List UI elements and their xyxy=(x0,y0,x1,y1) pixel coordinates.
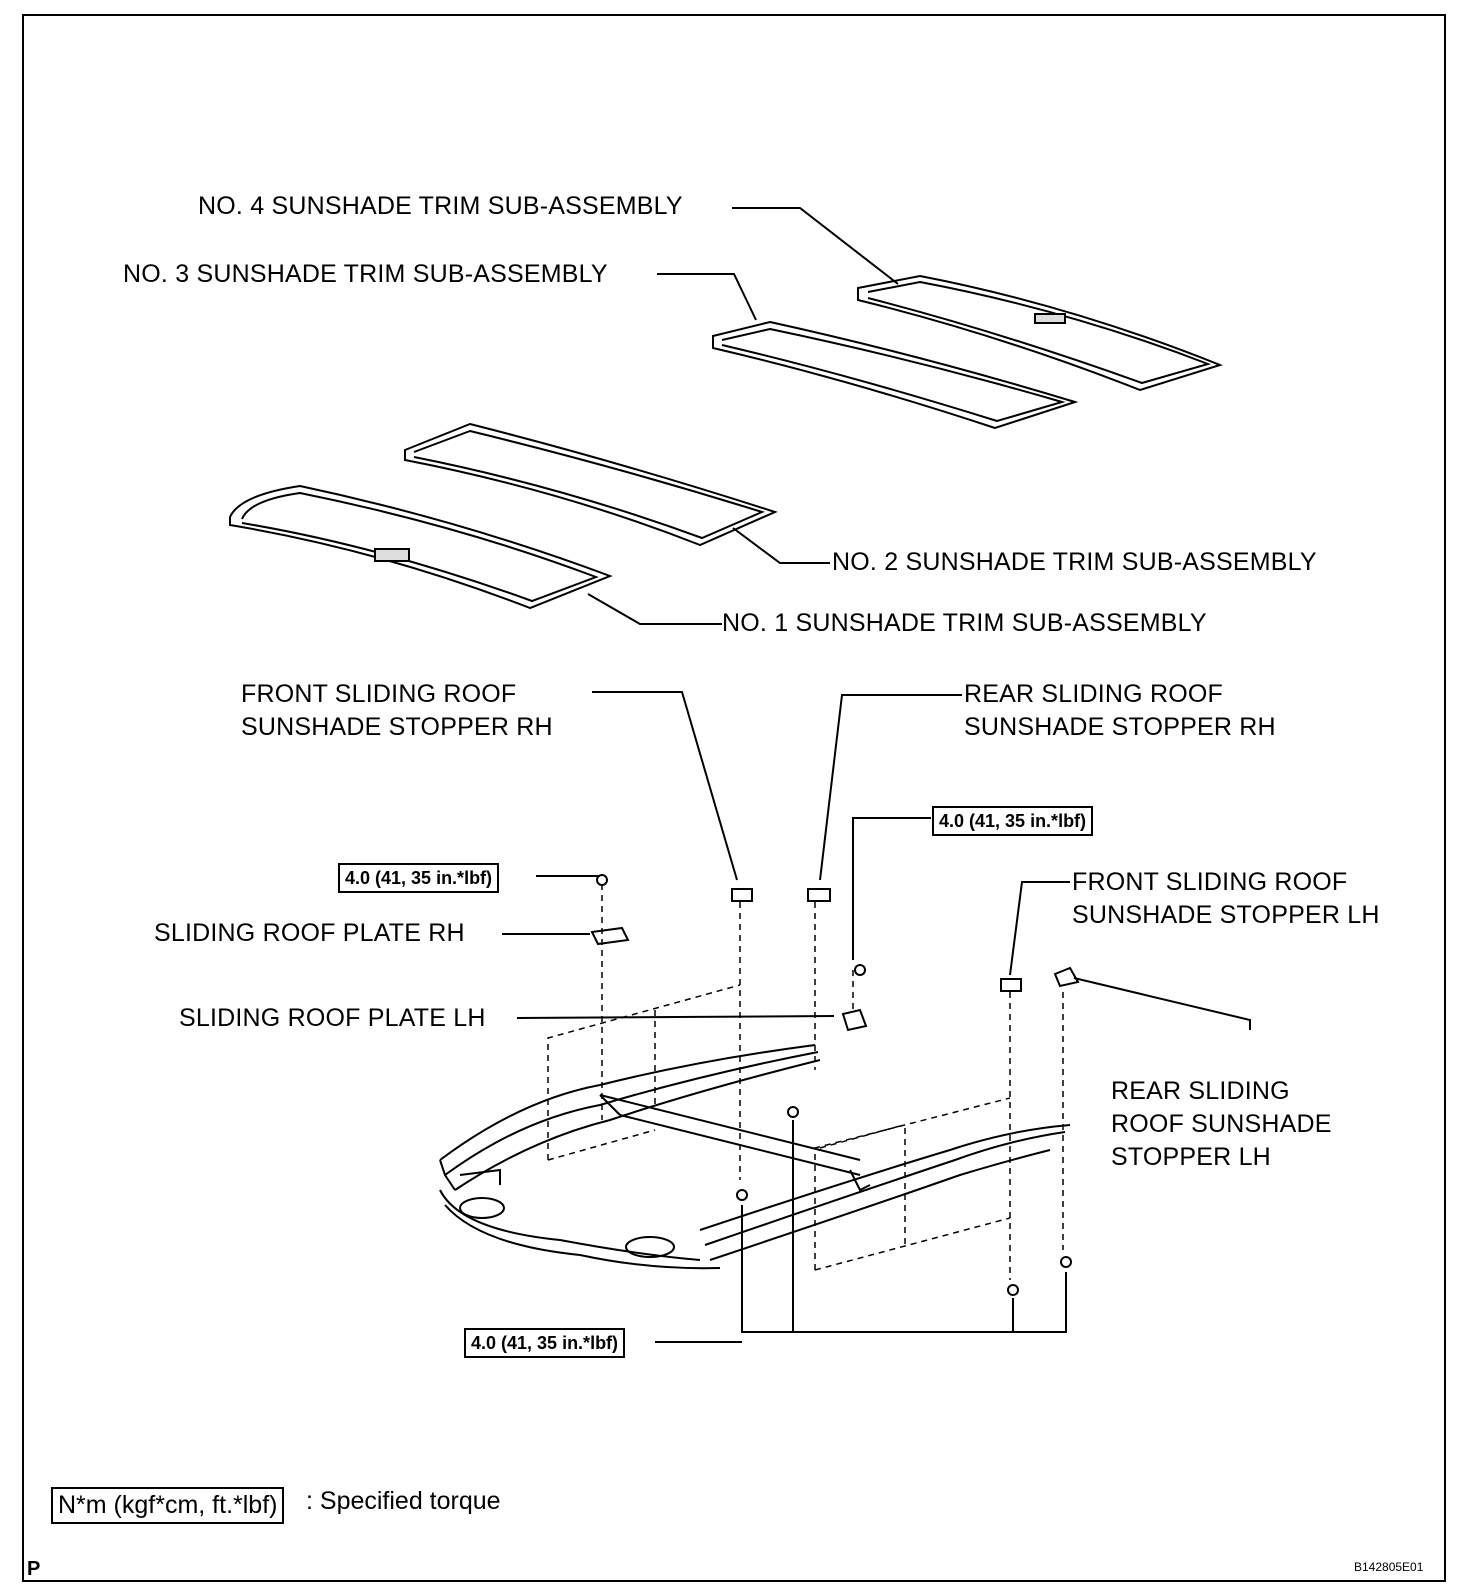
no4-sunshade-trim-panel xyxy=(857,274,1223,392)
label-rear-stopper-rh-line1: REAR SLIDING ROOF xyxy=(964,680,1223,708)
label-rear-stopper-lh-line3: STOPPER LH xyxy=(1111,1143,1271,1171)
front-stopper-lh-part xyxy=(1000,978,1022,992)
legend-unit-box: N*m (kgf*cm, ft.*lbf) xyxy=(51,1487,285,1524)
no2-sunshade-trim-panel xyxy=(404,422,778,547)
label-front-stopper-lh-line1: FRONT SLIDING ROOF xyxy=(1072,868,1348,896)
label-no2-sunshade-trim: NO. 2 SUNSHADE TRIM SUB-ASSEMBLY xyxy=(832,548,1317,576)
diagram-frame xyxy=(22,14,1446,1582)
plate-lh-part xyxy=(841,1008,868,1032)
label-sliding-roof-plate-rh: SLIDING ROOF PLATE RH xyxy=(154,919,465,947)
rear-stopper-lh-part xyxy=(1053,966,1080,988)
legend-description: : Specified torque xyxy=(306,1487,501,1515)
figure-id: B142805E01 xyxy=(1354,1560,1424,1574)
no1-sunshade-trim-panel xyxy=(229,484,613,610)
label-front-stopper-rh-line1: FRONT SLIDING ROOF xyxy=(241,680,517,708)
front-stopper-rh-part xyxy=(731,888,753,902)
no3-sunshade-trim-panel xyxy=(712,320,1079,430)
label-front-stopper-lh-line2: SUNSHADE STOPPER LH xyxy=(1072,901,1380,929)
sliding-roof-housing xyxy=(439,1044,1071,1270)
label-no3-sunshade-trim: NO. 3 SUNSHADE TRIM SUB-ASSEMBLY xyxy=(123,260,608,288)
torque-spec-upper-right: 4.0 (41, 35 in.*lbf) xyxy=(932,806,1094,836)
bolt-icons xyxy=(596,874,1072,1296)
label-no4-sunshade-trim: NO. 4 SUNSHADE TRIM SUB-ASSEMBLY xyxy=(198,192,683,220)
label-rear-stopper-lh-line1: REAR SLIDING xyxy=(1111,1077,1290,1105)
torque-spec-bottom: 4.0 (41, 35 in.*lbf) xyxy=(464,1328,626,1358)
alignment-guides xyxy=(547,884,1064,1280)
label-sliding-roof-plate-lh: SLIDING ROOF PLATE LH xyxy=(179,1004,486,1032)
rear-stopper-rh-part xyxy=(807,888,831,902)
label-front-stopper-rh-line2: SUNSHADE STOPPER RH xyxy=(241,713,553,741)
label-no1-sunshade-trim: NO. 1 SUNSHADE TRIM SUB-ASSEMBLY xyxy=(722,609,1207,637)
torque-spec-left: 4.0 (41, 35 in.*lbf) xyxy=(338,863,500,893)
plate-rh-part xyxy=(590,926,630,946)
label-rear-stopper-rh-line2: SUNSHADE STOPPER RH xyxy=(964,713,1276,741)
corner-mark: P xyxy=(27,1558,41,1580)
label-rear-stopper-lh-line2: ROOF SUNSHADE xyxy=(1111,1110,1332,1138)
